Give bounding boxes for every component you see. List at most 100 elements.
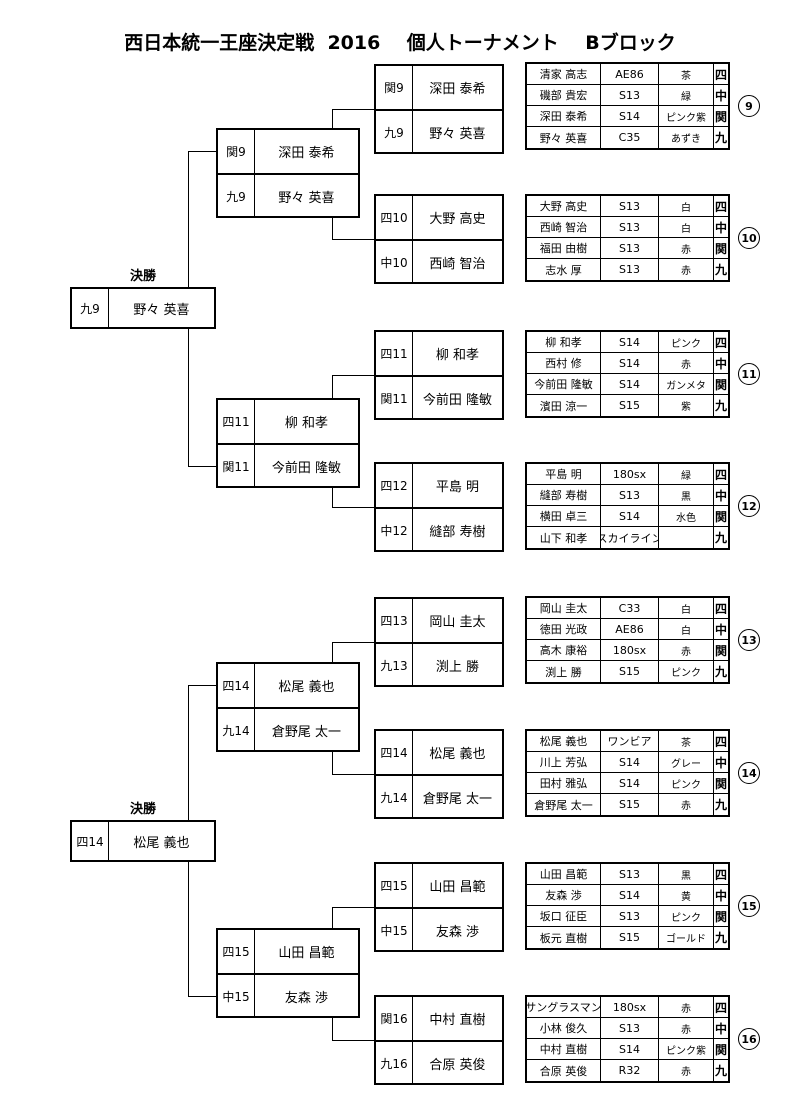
car-model: S15 <box>601 927 659 948</box>
region-mark: 関 <box>714 909 727 924</box>
car-model: S15 <box>601 395 659 416</box>
driver-name: 福田 由樹 <box>527 238 601 258</box>
player-name: 深田 泰希 <box>429 82 486 97</box>
bracket-line <box>332 375 333 400</box>
bracket-line <box>332 507 374 508</box>
player-name: 山田 昌範 <box>278 946 335 961</box>
player-name: 中村 直樹 <box>429 1013 486 1028</box>
car-color: 赤 <box>659 640 714 660</box>
car-model: S15 <box>601 794 659 815</box>
group-number-badge: 13 <box>738 629 760 651</box>
player-name: 野々 英喜 <box>133 302 190 318</box>
region-mark: 関 <box>714 776 727 791</box>
driver-name: 大野 高史 <box>527 196 601 216</box>
car-model: S14 <box>601 506 659 526</box>
driver-name: 濱田 涼一 <box>527 395 601 416</box>
player-name: 松尾 義也 <box>133 835 190 851</box>
car-color: ゴールド <box>659 927 714 948</box>
player-name: 友森 渉 <box>435 925 480 940</box>
driver-name: 西崎 智治 <box>527 217 601 237</box>
region-mark: 九 <box>714 798 727 812</box>
region-mark: 四 <box>714 601 727 616</box>
driver-name: 松尾 義也 <box>527 731 601 751</box>
region-mark: 中 <box>714 220 727 235</box>
player-region-seed: 中15 <box>218 975 255 1018</box>
bracket-line <box>332 750 333 774</box>
region-mark: 関 <box>714 109 727 124</box>
group-number-badge: 9 <box>738 95 760 117</box>
region-mark: 四 <box>714 199 727 214</box>
group-number-badge: 15 <box>738 895 760 917</box>
bracket-line <box>332 109 333 130</box>
player-name: 松尾 義也 <box>278 680 335 695</box>
match-divider <box>376 109 502 111</box>
player-name: 合原 英俊 <box>429 1058 486 1073</box>
group-number-badge: 12 <box>738 495 760 517</box>
car-model: S13 <box>601 1018 659 1038</box>
car-model: S13 <box>601 864 659 884</box>
driver-name: 柳 和孝 <box>527 332 601 352</box>
region-mark: 九 <box>714 531 727 545</box>
car-color: 赤 <box>659 1060 714 1081</box>
player-name: 西崎 智治 <box>429 257 486 272</box>
car-model: S14 <box>601 106 659 126</box>
car-model: R32 <box>601 1060 659 1081</box>
bracket-line <box>188 684 216 686</box>
player-name: 柳 和孝 <box>284 416 329 431</box>
player-region-seed: 九13 <box>376 644 413 687</box>
player-name: 大野 高史 <box>429 212 486 227</box>
car-color: あずき <box>659 127 714 148</box>
car-model: S14 <box>601 374 659 394</box>
car-color: 赤 <box>659 238 714 258</box>
player-name: 山田 昌範 <box>429 880 486 895</box>
bracket-line <box>188 684 189 820</box>
driver-name: 高木 康裕 <box>527 640 601 660</box>
car-color: 茶 <box>659 731 714 751</box>
player-region-seed: 四10 <box>376 196 413 239</box>
player-name: 倉野尾 太一 <box>271 725 342 740</box>
car-model: S14 <box>601 332 659 352</box>
bracket-line <box>332 216 333 239</box>
match-divider <box>376 239 502 241</box>
match-divider <box>218 707 358 709</box>
car-model: S14 <box>601 885 659 905</box>
driver-name: 田村 雅弘 <box>527 773 601 793</box>
driver-name: 志水 厚 <box>527 259 601 280</box>
match-divider <box>376 642 502 644</box>
driver-name: 横田 卓三 <box>527 506 601 526</box>
player-region-seed: 関16 <box>376 997 413 1040</box>
player-name: 平島 明 <box>435 480 480 495</box>
region-mark: 関 <box>714 509 727 524</box>
player-name: 友森 渉 <box>284 991 329 1006</box>
player-name: 松尾 義也 <box>429 747 486 762</box>
car-model: S14 <box>601 353 659 373</box>
player-region-seed: 九9 <box>72 289 109 327</box>
player-name: 倉野尾 太一 <box>422 792 493 807</box>
car-model: S14 <box>601 1039 659 1059</box>
driver-name: 中村 直樹 <box>527 1039 601 1059</box>
driver-name: 西村 修 <box>527 353 601 373</box>
